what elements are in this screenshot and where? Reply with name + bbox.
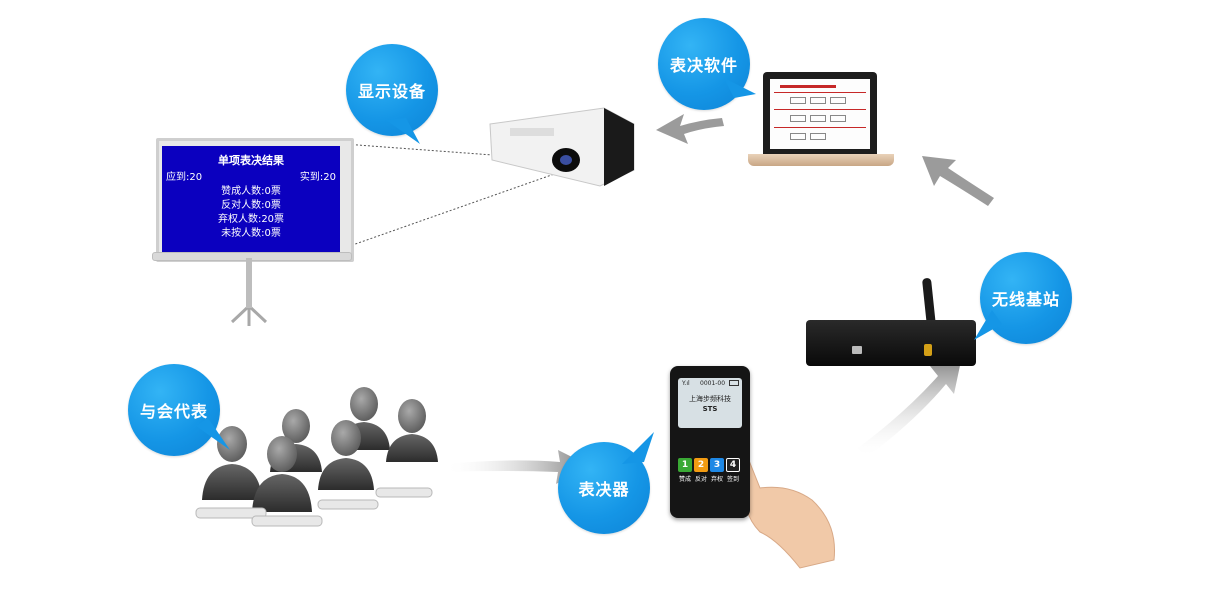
key-4-label: 签到 xyxy=(726,476,739,483)
battery-icon xyxy=(729,380,739,386)
arrow-router-to-laptop xyxy=(922,156,994,206)
bubble-voting-software: 表决软件 xyxy=(658,18,756,110)
label-base-station: 无线基站 xyxy=(991,290,1060,309)
label-voting-software: 表决软件 xyxy=(669,56,738,75)
screen-line-abstain: 弃权人数:20票 xyxy=(217,214,285,225)
signal-icon: Y.ıl xyxy=(682,380,690,387)
screen-title: 单项表决结果 xyxy=(218,154,284,167)
keypad-device: Y.ıl 0001-00 上海步频科技 STS 1 2 3 4 赞成 反对 弃权… xyxy=(670,366,750,518)
key-1-label: 赞成 xyxy=(678,476,691,483)
screen-line-yes: 赞成人数:0票 xyxy=(221,186,281,197)
key-3[interactable]: 3 xyxy=(710,458,724,472)
label-delegates: 与会代表 xyxy=(139,402,208,421)
bubble-delegates: 与会代表 xyxy=(128,364,230,456)
router-icon xyxy=(806,320,976,366)
screen-stand xyxy=(246,258,252,308)
screen-line-no: 反对人数:0票 xyxy=(221,200,281,211)
keypad-status: 0001-00 xyxy=(700,380,726,387)
keypad-brand: 上海步频科技 xyxy=(689,395,731,403)
projector-icon xyxy=(489,107,635,187)
projection-beam-bottom xyxy=(343,171,561,249)
key-2[interactable]: 2 xyxy=(694,458,708,472)
bubble-voter: 表决器 xyxy=(558,432,654,534)
delegates-icon xyxy=(195,387,438,527)
label-voter: 表决器 xyxy=(578,480,630,499)
arrow-laptop-to-projector xyxy=(656,114,724,144)
stand-legs xyxy=(230,304,268,326)
screen-line-unpressed: 未按人数:0票 xyxy=(221,228,281,239)
keypad-model: STS xyxy=(702,405,718,413)
key-2-label: 反对 xyxy=(694,476,707,483)
arrow-delegates-to-keypad xyxy=(444,450,590,484)
bubble-base-station: 无线基站 xyxy=(974,252,1072,344)
label-display-device: 显示设备 xyxy=(357,82,426,101)
projection-screen: 单项表决结果 应到:20 实到:20 赞成人数:0票 反对人数:0票 弃权人数:… xyxy=(162,146,340,252)
key-1[interactable]: 1 xyxy=(678,458,692,472)
screen-actual: 实到:20 xyxy=(299,172,336,183)
arrow-keypad-to-router xyxy=(858,356,962,458)
key-3-label: 弃权 xyxy=(710,476,723,483)
screen-roller xyxy=(152,252,352,261)
keypad-lcd: Y.ıl 0001-00 上海步频科技 STS xyxy=(678,378,742,428)
laptop-base xyxy=(748,154,894,166)
screen-expected: 应到:20 xyxy=(166,172,203,183)
laptop-display xyxy=(770,79,870,149)
bubble-display-device: 显示设备 xyxy=(346,44,438,144)
key-4[interactable]: 4 xyxy=(726,458,740,472)
